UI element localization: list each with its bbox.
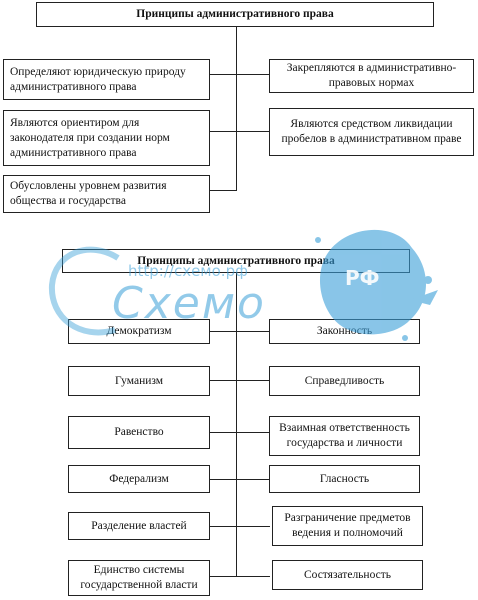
principle-box: Демократизм [68, 319, 210, 344]
connector-line [236, 26, 237, 190]
principle-box: Являются средством ликвидации пробелов в… [269, 108, 474, 156]
connector-line [210, 74, 270, 75]
connector-line [236, 272, 237, 577]
principle-box: Являются ориентиром для законодателя при… [3, 110, 210, 166]
connector-line [210, 190, 237, 191]
principle-box: Состязательность [272, 560, 423, 590]
principle-box: Гуманизм [68, 366, 210, 396]
connector-line [210, 380, 270, 381]
principle-box: Обусловлены уровнем развития общества и … [3, 175, 210, 213]
principle-box: Определяют юридическую природу администр… [3, 59, 210, 100]
principle-box: Разделение властей [68, 512, 210, 540]
diagram-title-bottom: Принципы административного права [62, 249, 410, 273]
principle-box: Равенство [68, 416, 210, 449]
connector-line [210, 131, 270, 132]
principle-box: Единство системы государственной власти [68, 560, 210, 596]
connector-line [210, 432, 270, 433]
principle-box: Взаимная ответственность государства и л… [269, 416, 420, 456]
principle-box: Федерализм [68, 465, 210, 493]
principle-box: Справедливость [269, 366, 420, 396]
connector-line [210, 479, 270, 480]
connector-line [210, 331, 270, 332]
diagram-title-top: Принципы административного права [36, 2, 434, 27]
principle-box: Разграничение предметов ведения и полном… [272, 506, 423, 546]
principle-box: Гласность [269, 465, 420, 493]
principle-box: Закрепляются в административно-правовых … [269, 59, 474, 93]
connector-line [210, 576, 270, 577]
principle-box: Законность [269, 319, 420, 344]
connector-line [210, 526, 270, 527]
